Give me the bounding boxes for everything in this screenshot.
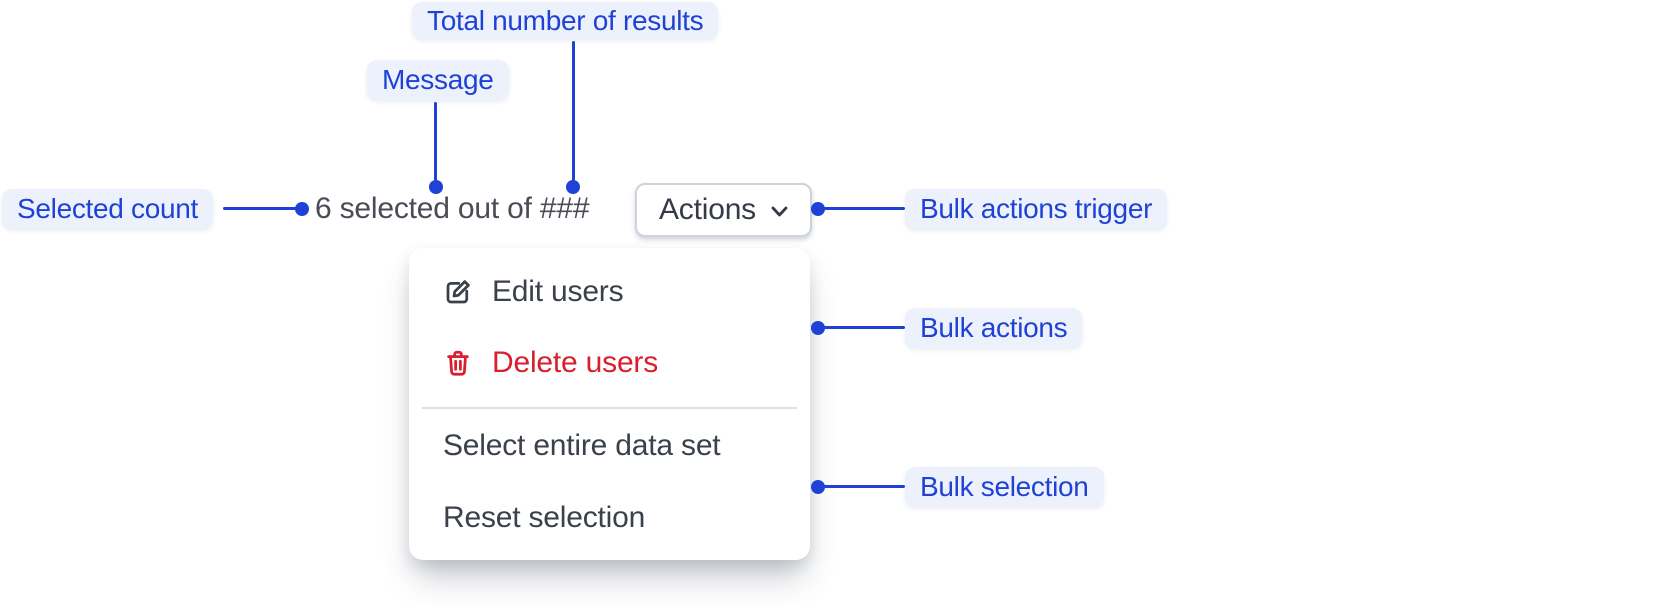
menu-item-label: Edit users <box>492 275 624 308</box>
menu-item-select-entire-data-set[interactable]: Select entire data set <box>409 418 810 474</box>
edit-pencil-icon <box>443 277 473 307</box>
menu-item-label: Delete users <box>492 346 659 379</box>
connector-line-bulk-actions-trigger <box>824 207 905 210</box>
annotation-label-bulk-actions-trigger: Bulk actions trigger <box>905 189 1168 229</box>
connector-line-bulk-actions <box>824 326 905 329</box>
connector-dot-bulk-actions-trigger <box>811 202 825 216</box>
annotation-label-total-results: Total number of results <box>412 2 719 39</box>
menu-item-label: Reset selection <box>443 501 646 534</box>
chevron-down-icon <box>771 206 788 218</box>
annotation-label-selected-count: Selected count <box>2 189 214 229</box>
annotation-label-message: Message <box>367 60 509 100</box>
connector-line-message <box>434 102 437 181</box>
bulk-actions-trigger-button[interactable]: Actions <box>635 183 812 237</box>
connector-line-total-results <box>572 41 575 181</box>
annotation-label-bulk-selection: Bulk selection <box>905 467 1104 507</box>
annotation-label-bulk-actions: Bulk actions <box>905 308 1083 348</box>
menu-divider <box>422 407 797 409</box>
connector-dot-bulk-selection <box>811 480 825 494</box>
connector-line-selected-count <box>223 207 297 210</box>
menu-item-delete-users[interactable]: Delete users <box>409 335 810 391</box>
connector-dot-selected-count <box>295 202 309 216</box>
connector-line-bulk-selection <box>824 485 905 488</box>
connector-dot-bulk-actions <box>811 321 825 335</box>
connector-dot-total-results <box>566 180 580 194</box>
trash-icon <box>443 348 473 378</box>
actions-button-label: Actions <box>659 193 756 226</box>
menu-item-reset-selection[interactable]: Reset selection <box>409 490 810 546</box>
menu-item-edit-users[interactable]: Edit users <box>409 264 810 320</box>
selection-count-message: 6 selected out of ### <box>315 192 590 225</box>
menu-item-label: Select entire data set <box>443 429 721 462</box>
connector-dot-message <box>429 180 443 194</box>
bulk-actions-menu: Edit users Delete users Select entire da… <box>409 248 810 560</box>
